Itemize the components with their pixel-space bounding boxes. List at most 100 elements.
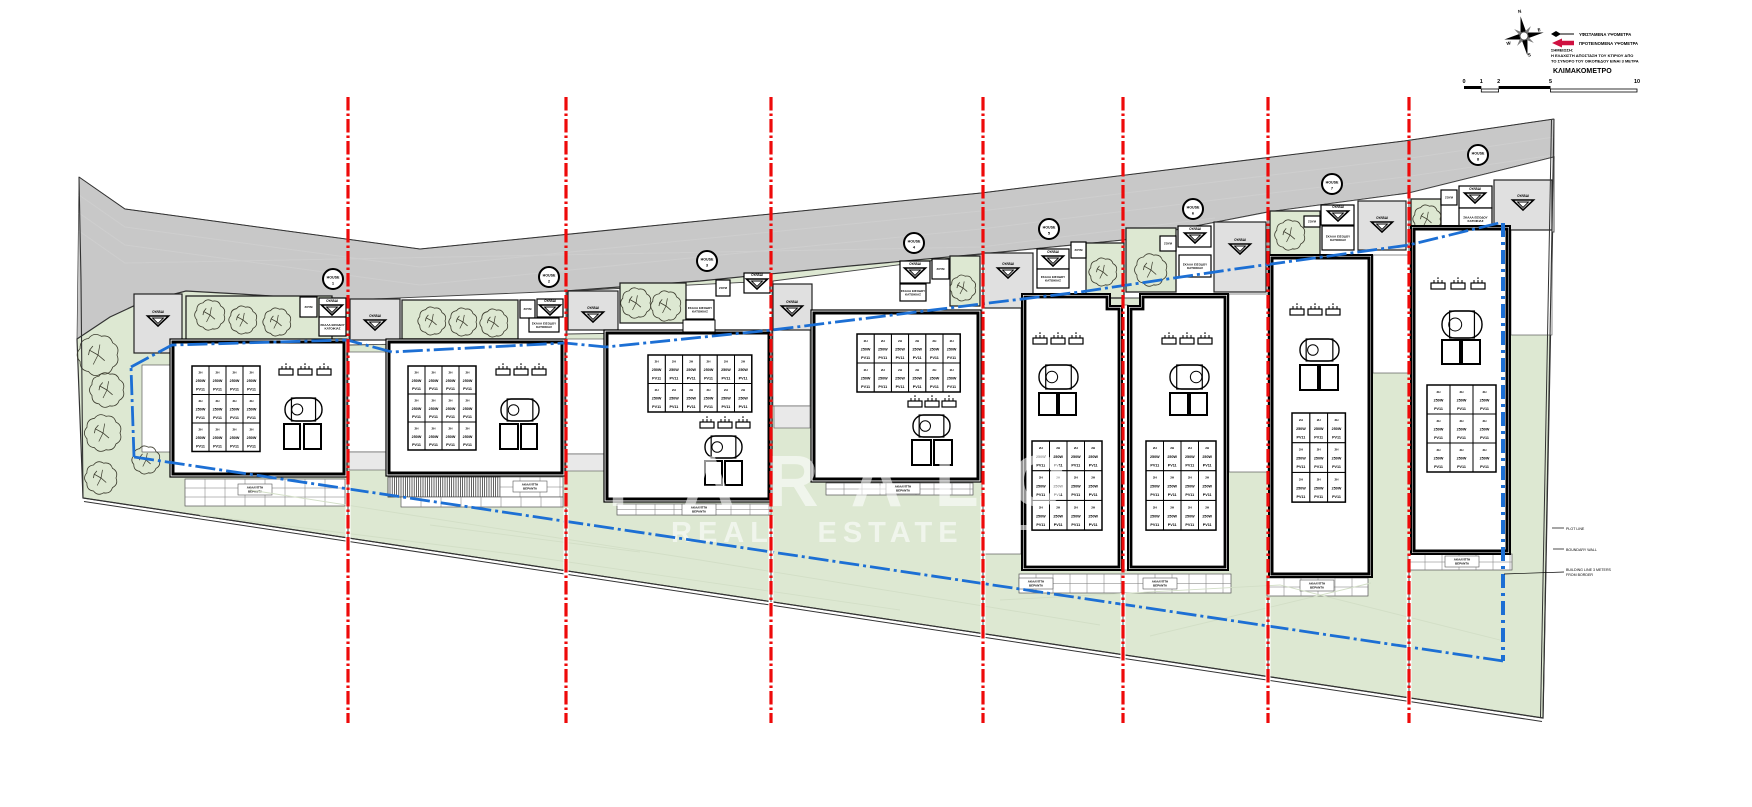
svg-text:250W: 250W (446, 435, 456, 439)
svg-text:PV11: PV11 (1150, 464, 1159, 468)
svg-text:PV11: PV11 (1185, 493, 1194, 497)
svg-text:250W: 250W (412, 435, 422, 439)
svg-text:250W: 250W (429, 379, 439, 383)
svg-text:250W: 250W (463, 379, 473, 383)
svg-text:HOUSE: HOUSE (701, 258, 714, 262)
svg-text:250W: 250W (429, 407, 439, 411)
svg-text:2H: 2H (950, 368, 955, 372)
svg-text:2H: 2H (466, 399, 471, 403)
svg-text:2H: 2H (864, 368, 869, 372)
svg-text:2H: 2H (672, 388, 677, 392)
svg-text:2H: 2H (1153, 505, 1158, 509)
svg-text:2H: 2H (233, 371, 238, 375)
svg-text:PV11: PV11 (1036, 464, 1045, 468)
svg-text:250W: 250W (1480, 399, 1490, 403)
svg-text:250W: 250W (429, 435, 439, 439)
svg-text:ΟΥΛΒΔΙ: ΟΥΛΒΔΙ (1376, 216, 1388, 220)
svg-text:2H: 2H (1091, 476, 1096, 480)
svg-text:2H: 2H (415, 399, 420, 403)
svg-text:2H: 2H (1205, 505, 1210, 509)
svg-text:250W: 250W (1185, 455, 1195, 459)
svg-text:250W: 250W (1167, 455, 1177, 459)
svg-text:250W: 250W (1457, 399, 1467, 403)
svg-text:2: 2 (1497, 79, 1500, 85)
svg-text:ΖΟΥΜ: ΖΟΥΜ (523, 307, 532, 311)
svg-text:250W: 250W (652, 368, 662, 372)
svg-text:PV11: PV11 (1054, 523, 1063, 527)
svg-text:250W: 250W (1332, 486, 1342, 490)
svg-text:250W: 250W (1457, 457, 1467, 461)
svg-text:ΒΕΡΑΝΤΑ: ΒΕΡΑΝΤΑ (523, 487, 538, 491)
svg-text:HOUSE: HOUSE (1472, 152, 1485, 156)
svg-text:2H: 2H (250, 428, 255, 432)
svg-text:250W: 250W (196, 436, 206, 440)
svg-text:2H: 2H (415, 371, 420, 375)
svg-text:HOUSE: HOUSE (1326, 181, 1339, 185)
svg-text:2H: 2H (707, 388, 712, 392)
svg-text:250W: 250W (1167, 485, 1177, 489)
svg-text:0: 0 (1462, 79, 1465, 85)
svg-text:ΟΥΛΒΔΙ: ΟΥΛΒΔΙ (909, 262, 921, 266)
svg-text:PV11: PV11 (412, 415, 421, 419)
svg-text:H: H (742, 415, 744, 419)
svg-text:ΤΟ ΣΥΝΟΡΟ ΤΟΥ ΟΙΚΟΠΕΔΟΥ ΕΙΝΑΙ: ΤΟ ΣΥΝΟΡΟ ΤΟΥ ΟΙΚΟΠΕΔΟΥ ΕΙΝΑΙ 3 ΜΕΤΡΑ (1551, 59, 1639, 64)
svg-text:250W: 250W (1314, 457, 1324, 461)
svg-text:ΑΚΑΛΥΠΤΗ: ΑΚΑΛΥΠΤΗ (1309, 582, 1325, 586)
svg-text:PV11: PV11 (652, 377, 661, 381)
svg-text:2H: 2H (449, 427, 454, 431)
svg-text:2H: 2H (216, 428, 221, 432)
svg-text:250W: 250W (930, 377, 940, 381)
svg-text:250W: 250W (1071, 514, 1081, 518)
svg-text:250W: 250W (1296, 457, 1306, 461)
svg-text:250W: 250W (721, 397, 731, 401)
svg-text:2H: 2H (1437, 419, 1442, 423)
svg-text:2H: 2H (1153, 446, 1158, 450)
svg-text:250W: 250W (230, 408, 240, 412)
svg-text:PV11: PV11 (721, 405, 730, 409)
svg-text:ΚΑΤΟΙΚΙΑΣ: ΚΑΤΟΙΚΙΑΣ (536, 325, 552, 329)
svg-text:2H: 2H (1074, 505, 1079, 509)
svg-text:ΟΥΛΒΔΙ: ΟΥΛΒΔΙ (751, 273, 763, 277)
svg-text:250W: 250W (1185, 514, 1195, 518)
svg-text:ΣΚΑΛΑ ΕΙΣΟΔΟΥ: ΣΚΑΛΑ ΕΙΣΟΔΟΥ (532, 322, 556, 326)
svg-text:ΒΕΡΑΝΤΑ: ΒΕΡΑΝΤΑ (1455, 562, 1470, 566)
svg-text:PV11: PV11 (463, 443, 472, 447)
svg-text:250W: 250W (1053, 455, 1063, 459)
svg-text:ΚΑΤΟΙΚΙΑΣ: ΚΑΤΟΙΚΙΑΣ (325, 327, 341, 331)
svg-text:250W: 250W (1088, 514, 1098, 518)
svg-text:2H: 2H (1091, 446, 1096, 450)
svg-text:2H: 2H (1299, 448, 1304, 452)
svg-text:2H: 2H (250, 399, 255, 403)
svg-text:250W: 250W (1332, 427, 1342, 431)
svg-text:ΖΟΥΜ: ΖΟΥΜ (1445, 196, 1454, 200)
svg-text:250W: 250W (1053, 514, 1063, 518)
svg-text:ΣΚΑΛΑ ΕΙΣΟΔΟΥ: ΣΚΑΛΑ ΕΙΣΟΔΟΥ (1183, 263, 1207, 267)
svg-text:PV11: PV11 (669, 377, 678, 381)
svg-text:2H: 2H (915, 368, 920, 372)
svg-text:ΟΥΛΒΔΙ: ΟΥΛΒΔΙ (326, 299, 338, 303)
svg-text:250W: 250W (1036, 455, 1046, 459)
svg-text:ΖΟΥΜ: ΖΟΥΜ (1164, 242, 1173, 246)
svg-text:PV11: PV11 (1332, 495, 1341, 499)
svg-text:PV11: PV11 (247, 416, 256, 420)
svg-text:PV11: PV11 (896, 356, 905, 360)
svg-text:PV11: PV11 (1036, 493, 1045, 497)
svg-text:250W: 250W (1036, 485, 1046, 489)
svg-text:PV11: PV11 (687, 405, 696, 409)
svg-text:1: 1 (1480, 79, 1483, 85)
svg-text:Η ΕΛΑΧΙΣΤΗ ΑΠΟΣΤΑΣΗ ΤΟΥ ΚΤΙΡΙΟ: Η ΕΛΑΧΙΣΤΗ ΑΠΟΣΤΑΣΗ ΤΟΥ ΚΤΙΡΙΟΥ ΑΠΟ (1551, 53, 1633, 58)
svg-text:H: H (931, 394, 933, 398)
svg-text:ΟΥΛΒΔΙ: ΟΥΛΒΔΙ (587, 306, 599, 310)
svg-text:2H: 2H (432, 399, 437, 403)
svg-text:1: 1 (332, 281, 335, 286)
svg-text:ΑΚΑΛΥΠΤΗ: ΑΚΑΛΥΠΤΗ (522, 483, 538, 487)
svg-text:250W: 250W (1296, 427, 1306, 431)
svg-text:H: H (285, 362, 287, 366)
svg-text:ΟΥΛΒΔΙ: ΟΥΛΒΔΙ (1234, 238, 1246, 242)
svg-text:2H: 2H (1460, 390, 1465, 394)
svg-text:PV11: PV11 (1071, 523, 1080, 527)
svg-text:ΣΚΑΛΑ ΕΙΣΟΔΟΥ: ΣΚΑΛΑ ΕΙΣΟΔΟΥ (1463, 216, 1487, 220)
svg-text:250W: 250W (947, 377, 957, 381)
svg-text:ΚΛΙΜΑΚΟΜΕΤΡΟ: ΚΛΙΜΑΚΟΜΕΤΡΟ (1553, 68, 1612, 75)
svg-text:250W: 250W (1314, 486, 1324, 490)
